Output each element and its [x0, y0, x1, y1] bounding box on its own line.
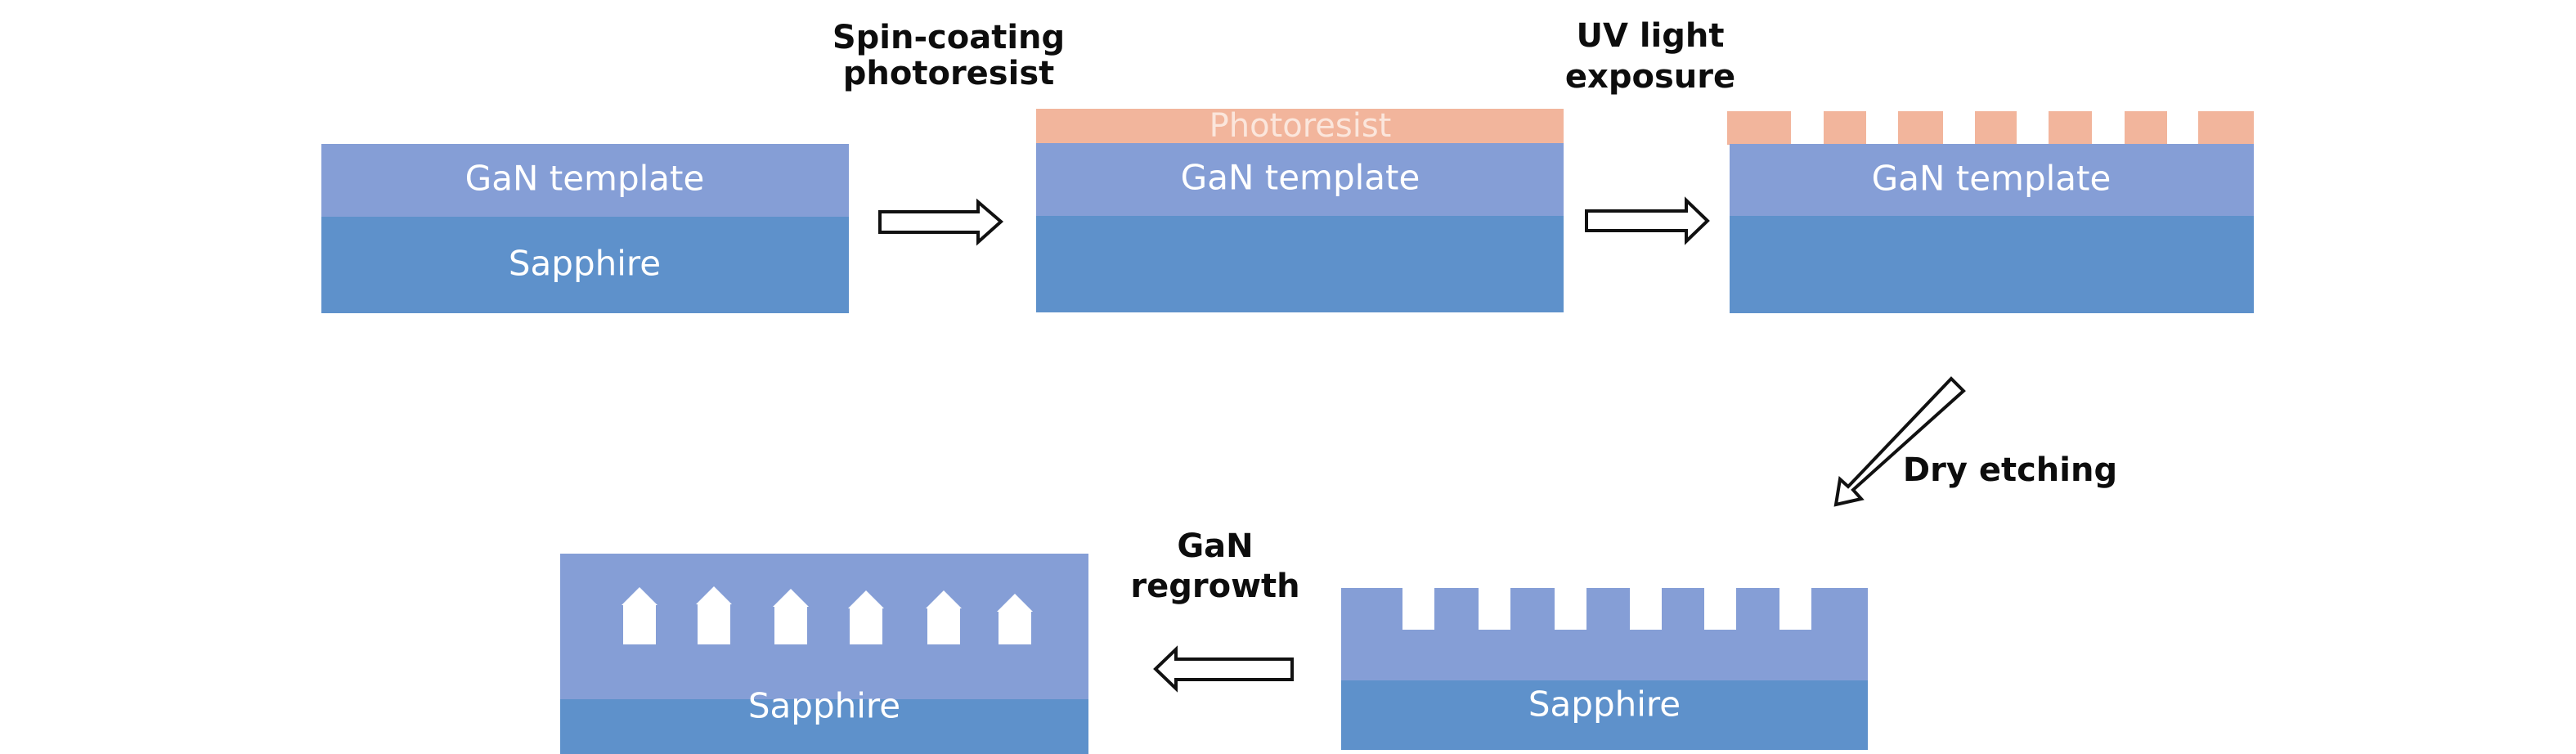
photoresist-pillar — [2198, 111, 2254, 145]
stage-exposed: GaN template — [1727, 111, 2254, 313]
air-voids — [622, 586, 1033, 644]
photoresist-pillar — [1898, 111, 1943, 145]
step-label-uv-exposure: UV light exposure — [1565, 17, 1735, 96]
stage-etched: Sapphire — [1341, 587, 1868, 750]
etched-trench — [1479, 587, 1510, 630]
step-label-dry-etching: Dry etching — [1903, 451, 2117, 489]
gan-layer — [1730, 144, 2254, 216]
step-label-line: regrowth — [1130, 568, 1299, 605]
sapphire-layer — [1730, 216, 2254, 313]
etched-trenches — [1402, 587, 1811, 630]
etched-trench — [1704, 587, 1736, 630]
sapphire-layer — [1036, 216, 1564, 312]
sapphire-layer-label: Sapphire — [748, 686, 900, 726]
etched-trench — [1630, 587, 1662, 630]
photoresist-pillars — [1727, 111, 2254, 145]
step-label-spin-coating: Spin-coating photoresist — [832, 19, 1065, 92]
step-label-line: exposure — [1565, 58, 1735, 96]
step-label-line: Spin-coating — [832, 19, 1065, 56]
step-label-line: GaN — [1177, 527, 1253, 565]
air-void — [622, 587, 657, 644]
photoresist-layer — [1036, 109, 1564, 144]
etched-trench — [1555, 587, 1586, 630]
right-arrow-icon — [878, 198, 1004, 246]
sapphire-layer-label: Sapphire — [509, 244, 661, 284]
photoresist-layer-label: Photoresist — [1209, 107, 1392, 145]
photoresist-pillar — [1824, 111, 1866, 145]
etched-trench — [1402, 587, 1434, 630]
photoresist-pillar — [1975, 111, 2017, 145]
photoresist-pillar — [2125, 111, 2167, 145]
sapphire-layer-label: Sapphire — [1528, 684, 1681, 725]
left-arrow-icon — [1153, 645, 1294, 693]
photoresist-pillar — [1727, 111, 1791, 145]
stage-initial: GaN template Sapphire — [321, 144, 849, 313]
air-void — [997, 594, 1033, 644]
photoresist-pillar — [2049, 111, 2092, 145]
air-void — [848, 590, 884, 644]
stage-spin-coated: Photoresist GaN template — [1036, 107, 1564, 312]
sapphire-layer — [1341, 680, 1868, 750]
down-left-arrow-icon — [1833, 376, 1966, 507]
stage-regrown: Sapphire — [560, 554, 1088, 754]
gan-layer — [321, 144, 849, 217]
sapphire-layer — [560, 699, 1088, 754]
gan-layer-label: GaN template — [1181, 158, 1420, 198]
step-label-line: UV light — [1576, 17, 1724, 55]
air-void — [773, 589, 809, 644]
sapphire-layer — [321, 217, 849, 313]
step-label-line: photoresist — [843, 55, 1055, 92]
step-label-gan-regrowth: GaN regrowth — [1130, 527, 1299, 605]
gan-layer-label: GaN template — [1872, 159, 2112, 199]
gan-layer-label: GaN template — [465, 159, 705, 199]
air-void — [926, 590, 962, 644]
gan-layer — [1036, 143, 1564, 216]
air-void — [696, 586, 732, 644]
right-arrow-icon — [1585, 196, 1710, 245]
etched-trench — [1779, 587, 1811, 630]
